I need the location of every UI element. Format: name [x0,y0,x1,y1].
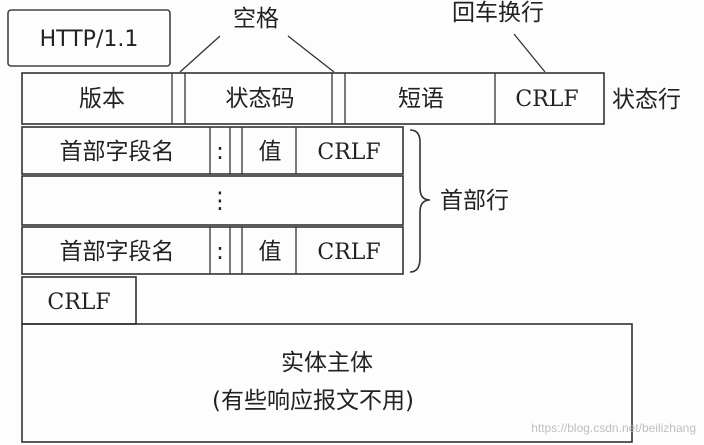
space-annotation: 空格 [233,6,279,32]
entity-body: 实体主体 (有些响应报文不用) [21,323,633,443]
header-row: 首部字段名 : 值 CRLF [21,126,404,175]
status-phrase-field: 短语 [398,86,444,112]
status-crlf-field: CRLF [515,87,578,112]
entity-body-note: (有些响应报文不用) [212,388,414,414]
status-line-row: 版本 状态码 短语 CRLF [21,72,605,125]
header-value: 值 [259,239,282,265]
watermark-text: https://blog.csdn.net/beilizhang [531,421,696,435]
space-pointer-lines [179,35,335,73]
header-field-name: 首部字段名 [60,139,175,165]
version-label: HTTP/1.1 [7,9,171,67]
blank-line-row: CRLF [21,276,137,325]
status-version-field: 版本 [79,86,125,112]
header-lines-brace [409,129,431,273]
blank-line-crlf: CRLF [47,290,110,315]
header-row: 首部字段名 : 值 CRLF [21,226,404,275]
ellipsis: ⋮ [209,188,232,214]
status-code-field: 状态码 [226,86,295,112]
header-value: 值 [259,139,282,165]
version-label-text: HTTP/1.1 [40,27,139,52]
header-colon: : [216,139,224,165]
status-line-annotation: 状态行 [612,87,681,113]
header-lines-annotation: 首部行 [440,188,509,214]
header-ellipsis-row: ⋮ [21,175,404,226]
header-colon: : [216,239,224,265]
crlf-pointer-line [513,33,546,73]
header-crlf: CRLF [317,140,380,165]
entity-body-title: 实体主体 [281,350,373,376]
header-crlf: CRLF [317,240,380,265]
crlf-return-annotation: 回车换行 [452,0,544,26]
header-field-name: 首部字段名 [60,239,175,265]
